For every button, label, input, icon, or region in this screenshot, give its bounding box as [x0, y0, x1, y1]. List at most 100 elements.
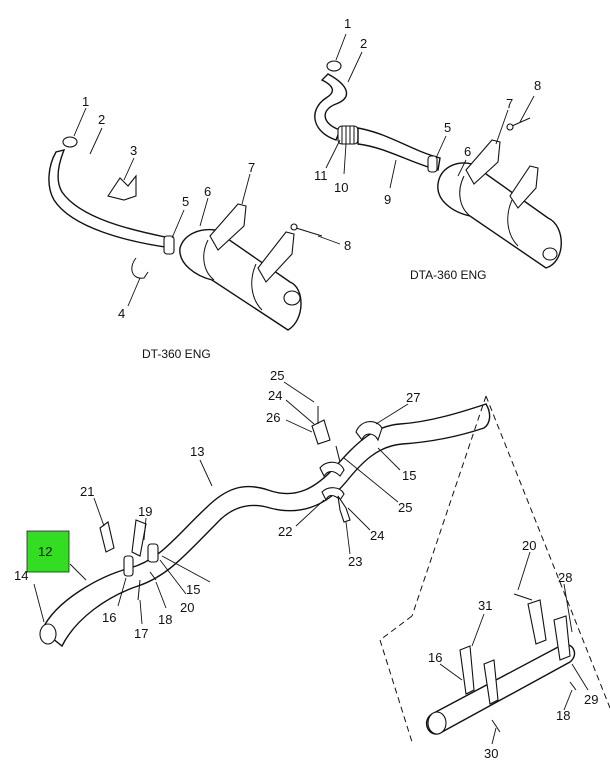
- callout-25[interactable]: 25: [398, 500, 412, 515]
- callout-27[interactable]: 27: [406, 390, 420, 405]
- callout-19[interactable]: 19: [138, 504, 152, 519]
- callout-15[interactable]: 15: [402, 468, 416, 483]
- gasket-ring: [62, 136, 78, 148]
- callout-31[interactable]: 31: [478, 598, 492, 613]
- bolt: [137, 579, 141, 601]
- callout-11[interactable]: 11: [314, 168, 328, 183]
- u-clamp: [319, 461, 345, 478]
- muffler-outlet: [542, 247, 558, 261]
- callout-8[interactable]: 8: [344, 238, 351, 253]
- callout-5[interactable]: 5: [444, 120, 451, 135]
- dta360-leaders: [325, 33, 535, 189]
- lower-leaders: [33, 381, 409, 625]
- callout-17[interactable]: 17: [134, 626, 148, 641]
- mounting-bracket: [509, 165, 539, 209]
- callout-13[interactable]: 13: [190, 444, 204, 459]
- muffler-band: [507, 199, 519, 247]
- callout-10[interactable]: 10: [334, 180, 348, 195]
- detail-bracket: [483, 659, 499, 705]
- callout-26[interactable]: 26: [266, 410, 280, 425]
- callout-4[interactable]: 4: [118, 306, 125, 321]
- callout-14[interactable]: 14: [14, 568, 28, 583]
- pipe-clamp: [163, 235, 175, 255]
- callout-7[interactable]: 7: [248, 160, 255, 175]
- exhaust-elbow-pipe: [48, 148, 173, 249]
- dt360-assembly: [48, 136, 323, 331]
- callouts: 1 2 3 4 5 6 7 8 1 2 5 6 7 8 9 10 11 13 1…: [14, 16, 598, 761]
- dta360-assembly: [314, 60, 562, 269]
- mounting-bracket: [465, 139, 501, 185]
- flex-bellows: [337, 125, 359, 145]
- detail-bracket: [527, 599, 547, 645]
- callout-2[interactable]: 2: [98, 112, 105, 127]
- callout-20[interactable]: 20: [180, 600, 194, 615]
- callout-1[interactable]: 1: [82, 94, 89, 109]
- strap: [337, 495, 351, 523]
- gasket-ring: [326, 60, 342, 72]
- callout-21[interactable]: 21: [80, 484, 94, 499]
- muffler-band: [251, 263, 263, 311]
- long-exhaust-pipe: [41, 403, 491, 648]
- bolt: [295, 227, 323, 237]
- u-clamp: [355, 421, 383, 442]
- highlight-box-12[interactable]: [26, 530, 70, 573]
- bellows-ribs: [341, 126, 355, 144]
- bolt: [513, 593, 533, 601]
- callout-25[interactable]: 25: [270, 368, 284, 383]
- caption-dta360: DTA-360 ENG: [410, 268, 486, 282]
- callout-30[interactable]: 30: [484, 746, 498, 761]
- muffler-outlet: [283, 290, 301, 306]
- clamp-bracket: [107, 174, 137, 201]
- intermediate-pipe: [357, 127, 441, 171]
- pipe-outlet: [39, 623, 57, 645]
- callout-1[interactable]: 1: [344, 16, 351, 31]
- callout-24[interactable]: 24: [268, 388, 282, 403]
- callout-29[interactable]: 29: [584, 692, 598, 707]
- callout-23[interactable]: 23: [348, 554, 362, 569]
- callout-9[interactable]: 9: [384, 192, 391, 207]
- callout-16[interactable]: 16: [102, 610, 116, 625]
- callout-15[interactable]: 15: [186, 582, 200, 597]
- callout-12[interactable]: 12: [38, 544, 52, 559]
- mounting-bracket: [257, 231, 295, 283]
- detail-leaders: [439, 551, 589, 745]
- callout-24[interactable]: 24: [370, 528, 384, 543]
- bolt: [149, 571, 157, 581]
- lower-assembly: [39, 395, 610, 743]
- callout-18[interactable]: 18: [556, 708, 570, 723]
- callout-6[interactable]: 6: [464, 144, 471, 159]
- callout-7[interactable]: 7: [506, 96, 513, 111]
- detail-bracket: [459, 645, 475, 695]
- callout-8[interactable]: 8: [534, 78, 541, 93]
- hanger-bracket: [131, 519, 147, 557]
- callout-3[interactable]: 3: [130, 143, 137, 158]
- callout-18[interactable]: 18: [158, 612, 172, 627]
- bolt: [491, 719, 501, 733]
- callout-20[interactable]: 20: [522, 538, 536, 553]
- caption-dt360: DT-360 ENG: [142, 347, 211, 361]
- hanger-hook: [131, 257, 149, 279]
- bolt-head: [290, 223, 298, 231]
- callout-2[interactable]: 2: [360, 36, 367, 51]
- detail-outline: [379, 395, 610, 743]
- exhaust-elbow-pipe: [314, 73, 348, 141]
- hanger-bracket: [99, 521, 115, 553]
- muffler-band: [459, 175, 471, 217]
- dt360-leaders: [73, 107, 341, 307]
- bolt-head: [506, 123, 514, 131]
- callout-28[interactable]: 28: [558, 570, 572, 585]
- detail-pipe-end: [427, 711, 447, 735]
- detail-pipe: [426, 643, 576, 735]
- u-clamp: [321, 487, 345, 502]
- muffler-band: [203, 239, 215, 281]
- callout-22[interactable]: 22: [278, 524, 292, 539]
- pipe-clamp: [123, 555, 134, 577]
- hanger-bracket: [311, 419, 331, 445]
- callout-5[interactable]: 5: [182, 194, 189, 209]
- callout-16[interactable]: 16: [428, 650, 442, 665]
- muffler: [437, 162, 562, 269]
- callout-6[interactable]: 6: [204, 184, 211, 199]
- pipe-clamp: [427, 155, 438, 173]
- bolt: [511, 117, 531, 127]
